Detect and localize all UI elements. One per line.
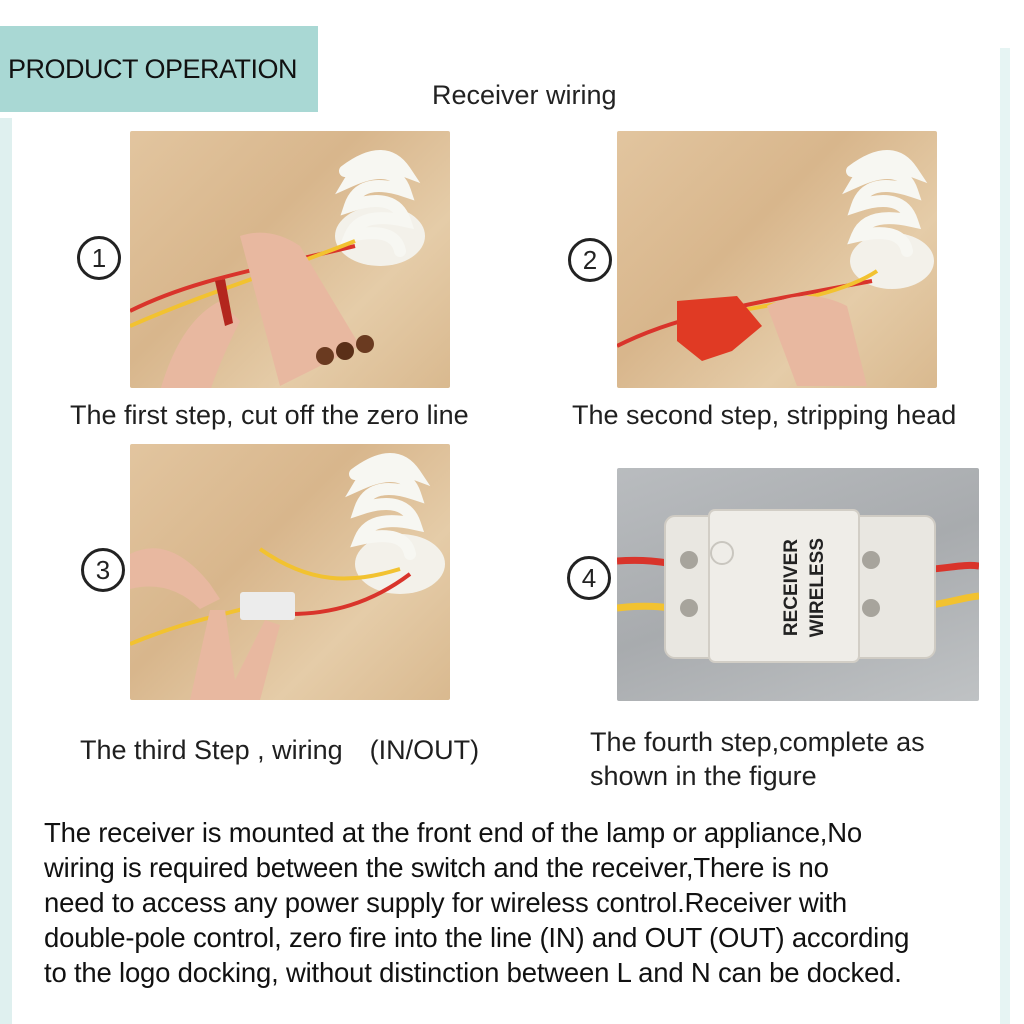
step-2-number-badge: 2: [568, 238, 612, 282]
description-line: double-pole control, zero fire into the …: [44, 922, 910, 953]
step-3-photo: [130, 444, 450, 700]
step-2-photo: [617, 131, 937, 388]
step-4-photo: WIRELESS RECEIVER: [617, 468, 979, 701]
step-3-number-badge: 3: [81, 548, 125, 592]
description-line: to the logo docking, without distinction…: [44, 957, 902, 988]
description-paragraph: The receiver is mounted at the front end…: [44, 815, 1014, 990]
section-header: PRODUCT OPERATION: [0, 26, 318, 112]
left-accent-strip: [0, 118, 12, 1024]
step-1-caption: The first step, cut off the zero line: [70, 400, 469, 430]
step-1-illustration: [130, 150, 425, 388]
step-3-illustration: [130, 453, 445, 700]
step-4-illustration: [617, 509, 979, 663]
page-subtitle: Receiver wiring: [432, 80, 617, 110]
right-accent-strip: [1000, 48, 1010, 1024]
device-label: WIRELESS RECEIVER: [775, 528, 835, 648]
step-1-photo: [130, 131, 450, 388]
step-2-caption: The second step, stripping head: [572, 400, 957, 430]
description-line: wiring is required between the switch an…: [44, 852, 829, 883]
device-label-line-1: WIRELESS: [807, 538, 828, 638]
device-label-line-2: RECEIVER: [781, 539, 802, 637]
step-4-caption-line-1: The fourth step,complete as: [590, 727, 925, 757]
step-4-number-badge: 4: [567, 556, 611, 600]
section-title: PRODUCT OPERATION: [8, 53, 298, 84]
step-4-caption: The fourth step,complete as shown in the…: [590, 725, 925, 793]
description-line: The receiver is mounted at the front end…: [44, 817, 862, 848]
step-2-illustration: [617, 150, 934, 386]
step-3-caption: The third Step , wiring (IN/OUT): [80, 735, 480, 765]
description-line: need to access any power supply for wire…: [44, 887, 848, 918]
step-4-caption-line-2: shown in the figure: [590, 761, 817, 791]
step-1-number-badge: 1: [77, 236, 121, 280]
